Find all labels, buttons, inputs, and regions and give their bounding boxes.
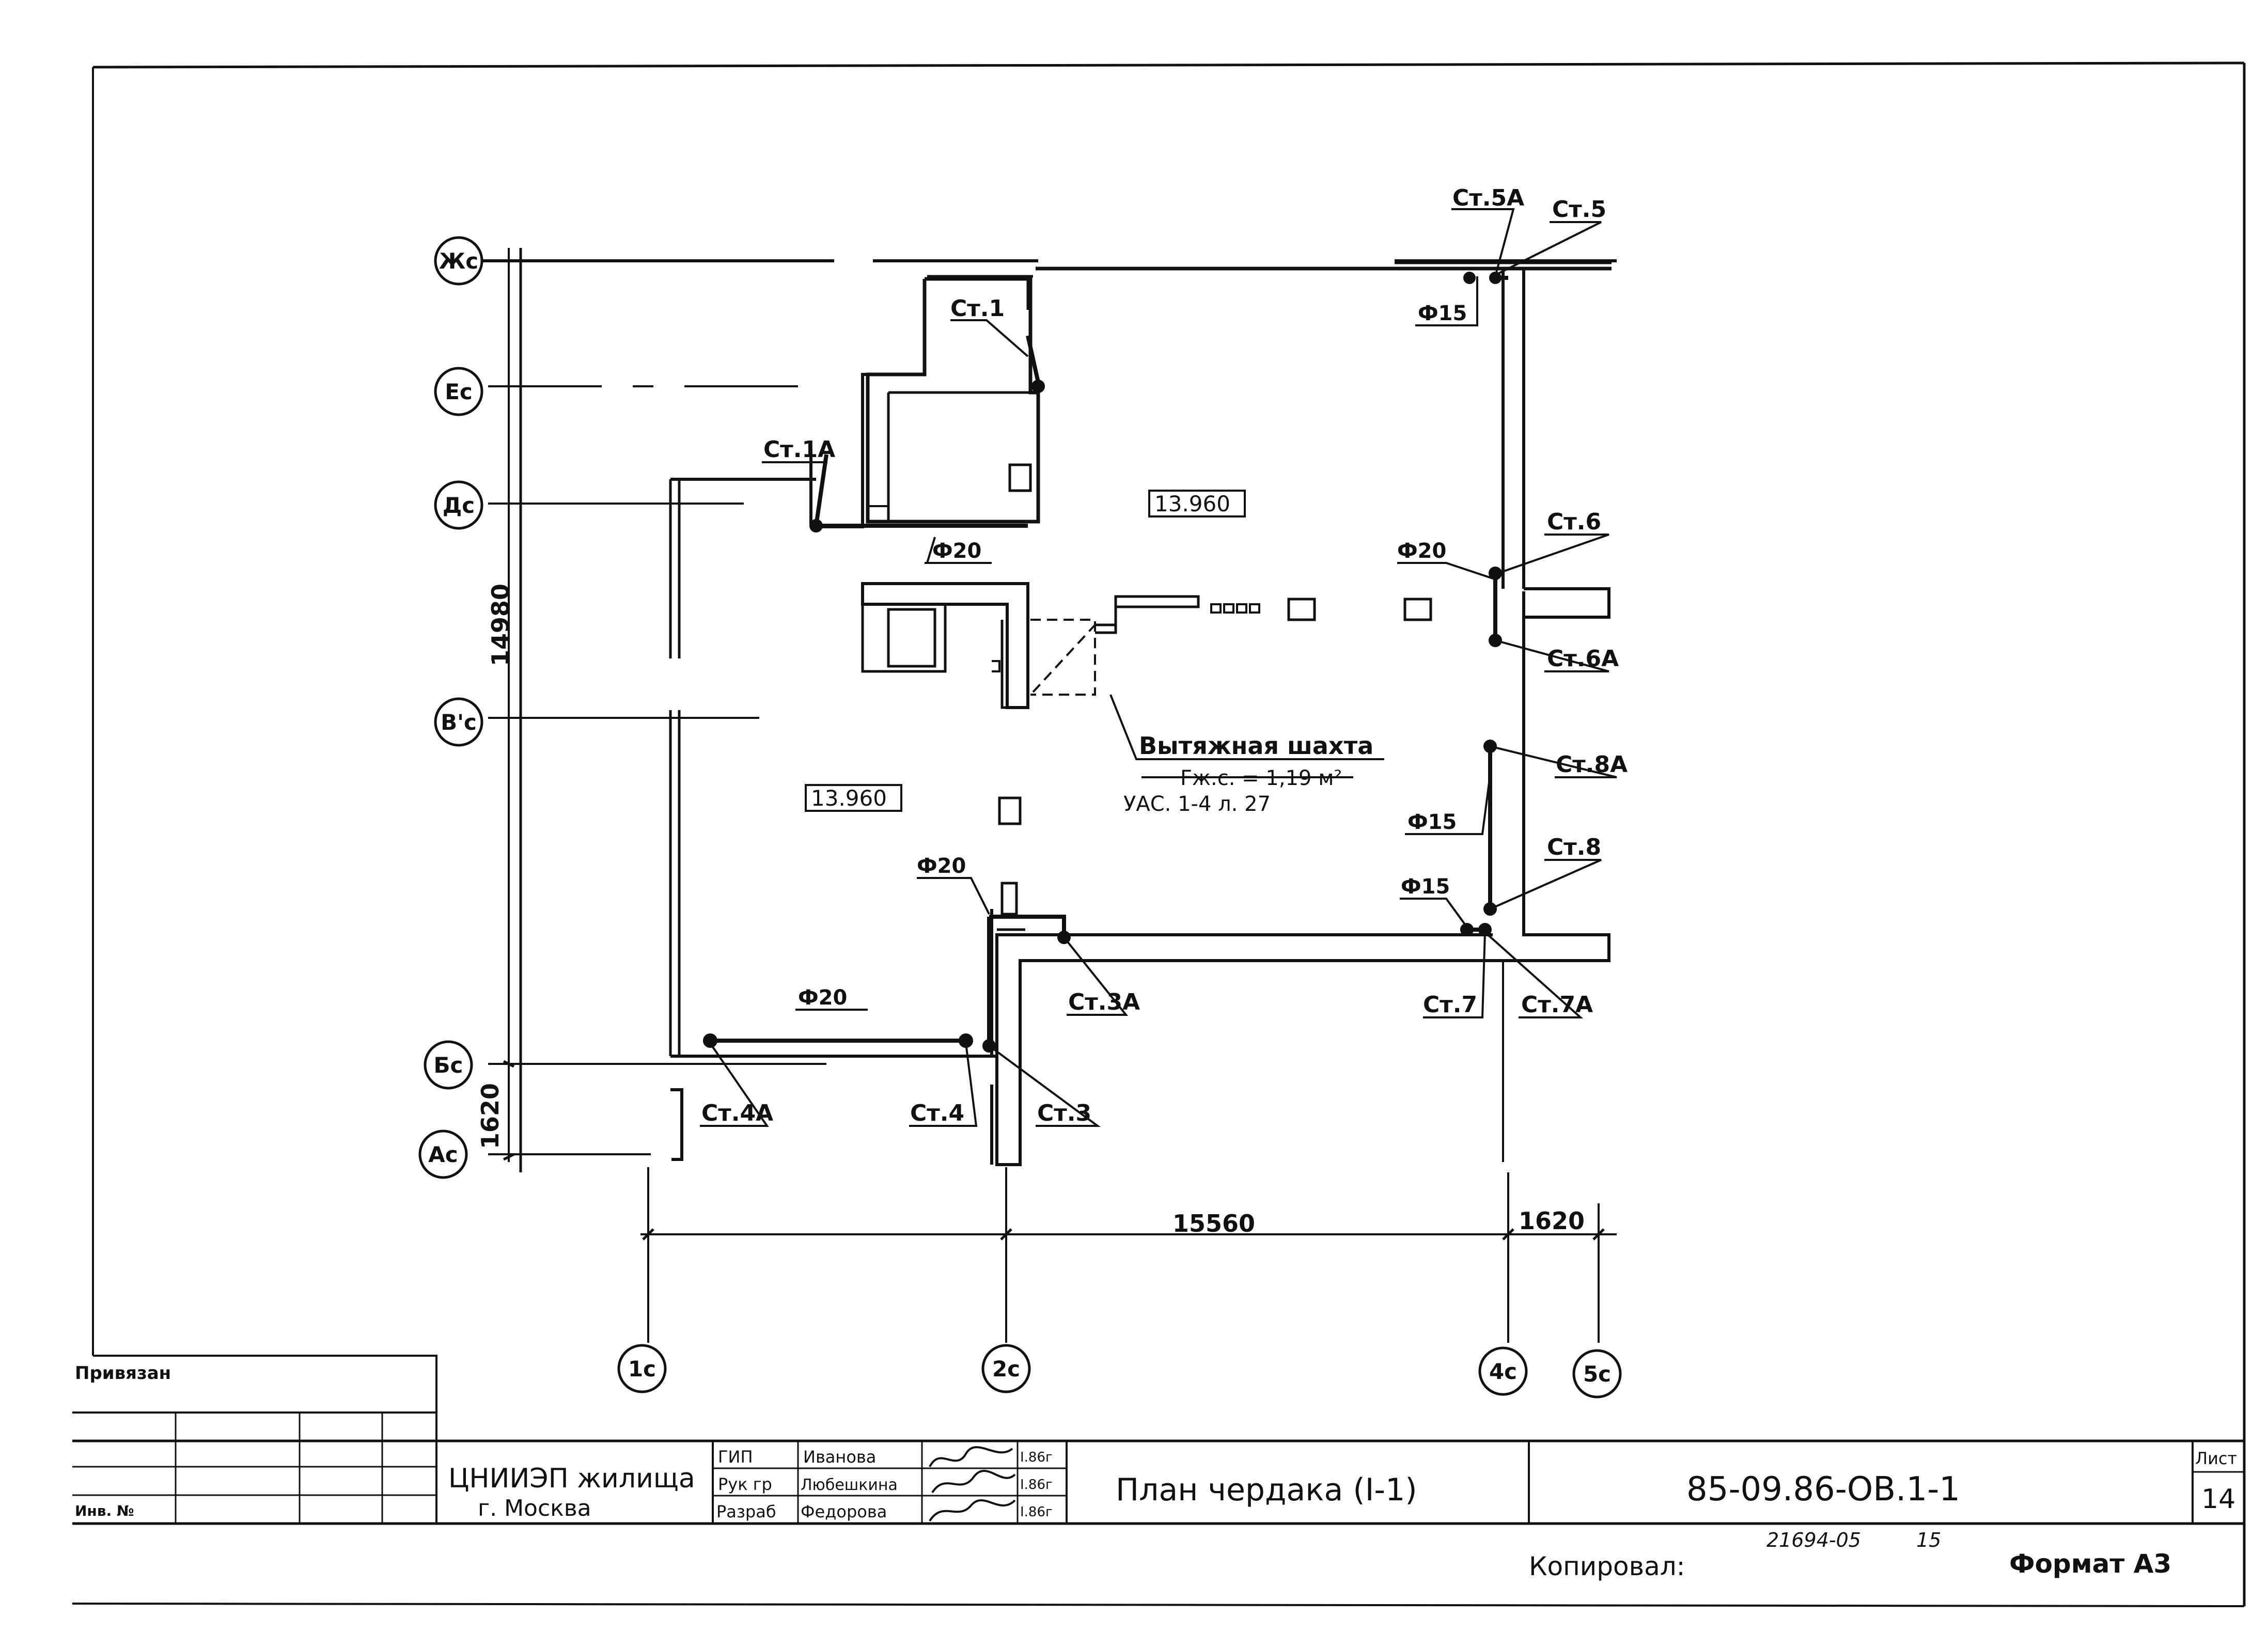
dimension-labels: 14980 1620 15560 1620 <box>476 584 1585 1237</box>
axis-label-2: 2с <box>992 1356 1020 1382</box>
riser-st4: Ст.4 <box>910 1100 964 1126</box>
attic-plan <box>483 248 1617 1343</box>
riser-st1: Ст.1 <box>950 295 1005 322</box>
axis-zh <box>434 236 483 286</box>
riser-st8: Ст.8 <box>1547 834 1601 860</box>
sheet-number: 14 <box>2201 1484 2235 1515</box>
shaft-annotation: Вытяжная шахта Fж.с. = 1,19 м² УАС. 1-4 … <box>1123 732 1373 816</box>
inv-label: Инв. № <box>75 1502 134 1519</box>
sheet-frame <box>72 61 2246 1607</box>
axis-label-zh: Жс <box>439 248 478 274</box>
signature-fedorova <box>929 1499 1016 1522</box>
shaft-ref: УАС. 1-4 л. 27 <box>1123 792 1271 816</box>
name-ivanova: Иванова <box>803 1447 876 1467</box>
date-1: I.86г <box>1020 1450 1053 1465</box>
elevation-marks <box>805 490 1246 812</box>
axis-2 <box>981 1344 1031 1393</box>
elevation-upper: 13.960 <box>1154 491 1230 516</box>
drawing-code: 85-09.86-ОВ.1-1 <box>1686 1470 1960 1509</box>
riser-st1a: Ст.1А <box>763 436 835 463</box>
copied-label: Копировал: <box>1529 1551 1685 1581</box>
name-lyubeshkina: Любешкина <box>801 1476 898 1494</box>
date-3: I.86г <box>1020 1504 1053 1520</box>
axis-v <box>434 697 483 747</box>
pipe-d15-top: Ф15 <box>1418 302 1467 325</box>
dim-width-main: 15560 <box>1172 1210 1255 1237</box>
elevation-labels: 13.960 13.960 <box>811 491 1230 811</box>
axis-label-a: Ас <box>428 1142 458 1167</box>
role-gip: ГИП <box>718 1447 753 1467</box>
signatures <box>929 1446 1016 1522</box>
pipe-diameters: Ф20 Ф20 Ф20 Ф20 Ф15 Ф15 Ф15 <box>798 302 1467 1010</box>
grid-axes <box>418 236 1622 1399</box>
axis-label-5: 5с <box>1583 1361 1611 1387</box>
pipe-d20-center: Ф20 <box>917 854 966 878</box>
riser-st3a: Ст.3А <box>1068 989 1140 1015</box>
pipework <box>703 272 1508 1053</box>
axis-a <box>418 1129 468 1179</box>
shaft-title: Вытяжная шахта <box>1139 732 1373 760</box>
axis-b <box>424 1040 473 1090</box>
riser-st7a: Ст.7А <box>1521 992 1593 1018</box>
privyazan-label: Привязан <box>75 1363 171 1384</box>
title-block-text: Привязан Инв. № ЦНИИЭП жилища г. Москва … <box>75 1363 2237 1581</box>
dim-height-small: 1620 <box>476 1083 504 1149</box>
signature-lyubeshkina <box>931 1469 1016 1494</box>
role-razrab: Разраб <box>716 1502 776 1521</box>
dim-height-main: 14980 <box>487 584 514 666</box>
archive-number: 21694-05 <box>1766 1529 1861 1551</box>
axis-5 <box>1572 1349 1622 1399</box>
axis-label-1: 1с <box>628 1356 656 1382</box>
leader-lines <box>700 208 1617 1127</box>
axis-label-4: 4с <box>1489 1359 1517 1384</box>
archive-sub: 15 <box>1916 1529 1941 1551</box>
axis-label-e: Ес <box>445 379 473 404</box>
shaft-area: Fж.с. = 1,19 м² <box>1180 766 1342 790</box>
name-fedorova: Федорова <box>801 1502 887 1521</box>
riser-st5a: Ст.5А <box>1452 185 1524 211</box>
signature-ivanova <box>929 1446 1013 1467</box>
axis-d <box>434 480 483 530</box>
elevation-lower: 13.960 <box>811 786 887 811</box>
date-2: I.86г <box>1020 1477 1053 1493</box>
pipe-d20-right: Ф20 <box>1397 539 1446 563</box>
format-label: Формат А3 <box>2009 1549 2171 1579</box>
axis-label-b: Бс <box>434 1053 463 1078</box>
riser-st8a: Ст.8А <box>1556 751 1628 778</box>
drawing-title: План чердака (I-1) <box>1116 1472 1417 1508</box>
axis-labels: Жс Ес Дс В'с Бс Ас 1с 2с 4с 5с <box>428 248 1611 1387</box>
axis-e <box>434 367 483 416</box>
axis-label-d: Дс <box>443 493 475 518</box>
role-ruk: Рук гр <box>718 1474 772 1494</box>
axis-1 <box>617 1344 667 1393</box>
org-line2: г. Москва <box>478 1495 591 1521</box>
org-line1: ЦНИИЭП жилища <box>448 1463 695 1494</box>
riser-st4a: Ст.4А <box>701 1100 773 1126</box>
riser-st7: Ст.7 <box>1423 992 1477 1018</box>
pipe-d15-mid: Ф15 <box>1407 810 1457 834</box>
sheet-label: Лист <box>2195 1449 2237 1468</box>
pipe-d20-bottom: Ф20 <box>798 986 847 1010</box>
riser-st5: Ст.5 <box>1552 196 1606 223</box>
axis-4 <box>1478 1346 1528 1396</box>
dim-width-small: 1620 <box>1519 1207 1585 1235</box>
pipe-d20-top: Ф20 <box>932 539 981 563</box>
title-block <box>72 1355 2244 1525</box>
riser-st3: Ст.3 <box>1037 1100 1091 1126</box>
riser-st6: Ст.6 <box>1547 509 1601 535</box>
riser-st6a: Ст.6А <box>1547 646 1619 672</box>
riser-labels: Ст.1 Ст.1А Ст.5А Ст.5 Ст.6 Ст.6А Ст.8А С… <box>701 185 1628 1126</box>
pipe-d15-low: Ф15 <box>1401 875 1450 899</box>
axis-label-v: В'с <box>441 710 477 735</box>
